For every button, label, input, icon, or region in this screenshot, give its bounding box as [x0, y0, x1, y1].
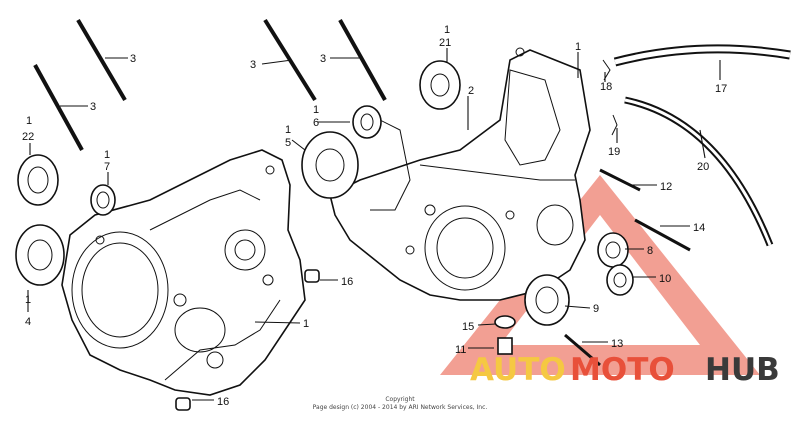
callout-3a: 3: [130, 53, 136, 65]
bolt-13: [564, 333, 601, 367]
callout-16a: 16: [341, 276, 353, 288]
bearing-22: [17, 154, 59, 206]
stud-3d: [338, 19, 387, 101]
left-crankcase: [61, 149, 306, 396]
callout-6: 6: [313, 117, 319, 129]
seal-9: [524, 274, 570, 326]
callout-17: 17: [715, 83, 727, 95]
watermark-hub: HUB: [705, 352, 780, 388]
callout-1-mid: 1: [303, 318, 309, 330]
callout-3c: 3: [250, 59, 256, 71]
watermark-auto: AUTO: [470, 352, 566, 388]
bearing-21: [419, 60, 461, 110]
callout-5: 5: [285, 137, 291, 149]
callout-8: 8: [647, 245, 653, 257]
clip-18: [602, 59, 611, 81]
callout-20: 20: [697, 161, 709, 173]
callout-4-top: 1: [25, 294, 31, 306]
callout-19: 19: [608, 146, 620, 158]
copyright-line2: Page design (c) 2004 - 2014 by ARI Netwo…: [313, 404, 488, 411]
callout-6-top: 1: [313, 104, 319, 116]
callout-21-top: 1: [444, 24, 450, 36]
callout-9: 9: [593, 303, 599, 315]
leader-lines: [27, 48, 721, 401]
copyright: Copyright Page design (c) 2004 - 2014 by…: [313, 396, 488, 411]
dowel-16b: [175, 397, 191, 411]
callout-22: 22: [22, 131, 34, 143]
clip-19: [611, 114, 618, 136]
stud-3b: [33, 64, 84, 151]
callout-13: 13: [611, 338, 623, 350]
callout-3d: 3: [320, 53, 326, 65]
callout-22-top: 1: [26, 115, 32, 127]
callout-1-top: 1: [575, 41, 581, 53]
bushing-6: [352, 105, 382, 139]
bolt-11: [497, 337, 513, 355]
bearing-4: [15, 224, 65, 286]
watermark-triangle: [440, 175, 760, 375]
watermark-moto: MOTO: [570, 352, 675, 388]
copyright-line1: Copyright: [385, 396, 415, 403]
right-crankcase: [329, 47, 591, 301]
callout-18: 18: [600, 81, 612, 93]
callout-7-top: 1: [104, 149, 110, 161]
seal-10: [606, 264, 634, 296]
callout-10: 10: [659, 273, 671, 285]
watermark-logo: AUTO MOTO HUB: [470, 352, 780, 388]
callout-15: 15: [462, 321, 474, 333]
bolt-12: [599, 168, 641, 192]
washer-15: [494, 315, 516, 329]
callout-12: 12: [660, 181, 672, 193]
callout-4: 4: [25, 316, 31, 328]
callout-21: 21: [439, 37, 451, 49]
callout-14: 14: [693, 222, 705, 234]
hose-17: [613, 44, 791, 67]
callout-16b: 16: [217, 396, 229, 408]
callout-3b: 3: [90, 101, 96, 113]
bolt-14: [634, 218, 691, 252]
callouts: 3 3 3 3 1 22 1 7 1 4 1 6 1 5 1 21 2 1 18…: [22, 24, 727, 408]
stud-3a: [76, 18, 127, 102]
callout-11: 11: [455, 344, 466, 356]
seal-8: [597, 232, 629, 268]
dowel-16a: [304, 269, 320, 283]
bushing-7: [90, 184, 116, 216]
callout-7: 7: [104, 161, 110, 173]
callout-5-top: 1: [285, 124, 291, 136]
callout-2: 2: [468, 85, 474, 97]
bearing-5: [301, 131, 359, 199]
hose-20: [624, 96, 774, 247]
